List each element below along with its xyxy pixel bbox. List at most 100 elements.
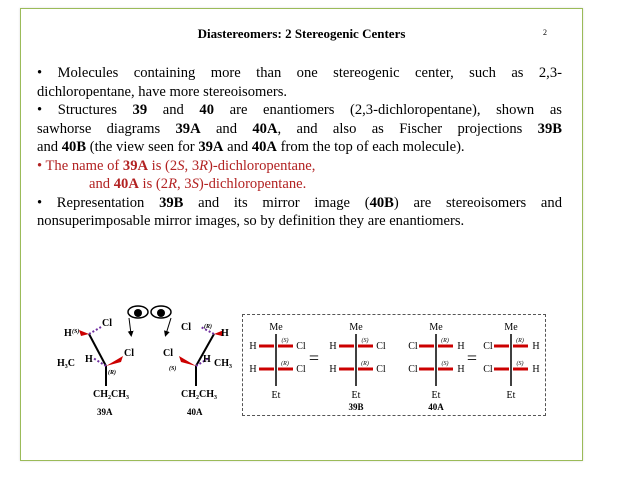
ref-40A: 40A: [113, 176, 139, 192]
bullet-3-line-2: and 40A is (2R, 3S)-dichloropentane.: [37, 175, 562, 194]
eye-icon: [127, 305, 149, 319]
fischer-top: Me: [349, 322, 363, 333]
text: and: [37, 139, 62, 155]
sawhorse-label: (R): [108, 369, 116, 376]
text: from the top of each molecule).: [276, 139, 465, 155]
fischer-tag: (S): [517, 360, 524, 367]
ref-40: 40: [199, 102, 215, 118]
text: and: [200, 120, 253, 137]
sawhorse-label: Cl: [181, 322, 191, 333]
ref-40B: 40B: [61, 139, 87, 155]
fischer-tag: (R): [516, 337, 524, 344]
fischer-left-1: Cl: [408, 341, 418, 352]
sawhorse-39A: [79, 326, 123, 386]
fischer-right-1: H: [457, 341, 464, 352]
equals-sign: =: [467, 348, 477, 368]
text: • Representation: [37, 194, 160, 211]
bullet-1-line-1: • Molecules containing more than one ste…: [37, 65, 562, 81]
ref-40A: 40A: [252, 120, 278, 137]
bullet-3-line-1: • The name of 39A is (2S, 3R)-dichlorope…: [37, 157, 562, 176]
sawhorse-label: CH₃: [214, 358, 232, 369]
fischer-left-2: Cl: [408, 364, 418, 375]
text: • The name of: [37, 157, 123, 174]
sawhorse-label: H₃C: [57, 358, 75, 369]
fischer-right-2: Cl: [376, 364, 386, 375]
sawhorse-label: (S): [72, 328, 79, 335]
ref-39A: 39A: [122, 157, 149, 174]
text: and: [223, 139, 252, 155]
eye-icon: [150, 305, 172, 319]
text: , 3: [184, 157, 200, 174]
ref-39A: 39A: [198, 139, 224, 155]
view-arrow: [127, 317, 134, 337]
fischer-right-1: H: [532, 341, 539, 352]
fischer-tag: (S): [362, 337, 369, 344]
fischer-right-2: Cl: [296, 364, 306, 375]
text: , 3: [176, 176, 192, 192]
text: and: [147, 102, 200, 118]
bullet-1-line-2: dichloropentane, have more stereoisomers…: [37, 83, 288, 100]
fischer-right-1: Cl: [296, 341, 306, 352]
sawhorse-label: Cl: [102, 318, 112, 329]
compound-label: 40A: [428, 402, 444, 412]
text: is (2: [148, 157, 178, 174]
compound-label: 39B: [348, 402, 363, 412]
sawhorse-label: H: [203, 354, 211, 365]
fischer-bottom: Et: [507, 390, 516, 401]
ref-39: 39: [132, 102, 148, 118]
bullet-4-line-1: • Representation 39B and its mirror imag…: [37, 194, 562, 213]
ref-40B: 40B: [369, 194, 394, 211]
bullet-2-line-3: and 40B (the view seen for 39A and 40A f…: [37, 138, 562, 157]
sawhorse-label: H: [64, 328, 72, 339]
sawhorse-label: Cl: [163, 348, 173, 359]
fischer-top: Me: [269, 322, 283, 333]
text: sawhorse diagrams: [37, 120, 176, 137]
fischer-left-1: H: [329, 341, 336, 352]
text: and: [89, 176, 114, 192]
config-R: R: [199, 157, 209, 174]
sawhorse-label: CH₂CH₃: [181, 389, 217, 400]
compound-label: 40A: [187, 407, 203, 417]
config-S: S: [177, 157, 185, 174]
text: • Structures: [37, 102, 133, 118]
fischer-right-1: Cl: [376, 341, 386, 352]
sawhorse-40A: [179, 326, 224, 386]
ref-39B: 39B: [537, 120, 562, 137]
fischer-right-2: H: [457, 364, 464, 375]
fischer-tag: (S): [442, 360, 449, 367]
bullet-2-line-1: • Structures 39 and 40 are enantiomers (…: [37, 101, 562, 120]
fischer-box: [242, 314, 546, 416]
text: are enantiomers (2,3-dichloropentane), s…: [214, 102, 562, 118]
fischer-left-1: Cl: [483, 341, 493, 352]
text: and its mirror image (: [183, 194, 370, 211]
text: (the view seen for: [86, 139, 199, 155]
text: , and also as Fischer projections: [277, 120, 538, 137]
equals-sign: =: [309, 348, 319, 368]
fischer-left-1: H: [249, 341, 256, 352]
fischer-left-2: Cl: [483, 364, 493, 375]
sawhorse-label: (R): [204, 323, 212, 330]
bullet-4-line-2: nonsuperimposable mirror images, so by d…: [37, 213, 465, 229]
fischer-tag: (R): [441, 337, 449, 344]
sawhorse-label: CH₂CH₃: [93, 389, 129, 400]
sawhorse-label: H: [221, 328, 229, 339]
fischer-top: Me: [504, 322, 518, 333]
bullet-2-line-2: sawhorse diagrams 39A and 40A, and also …: [37, 120, 562, 139]
fischer-tag: (R): [361, 360, 369, 367]
sawhorse-label: H: [85, 354, 93, 365]
ref-40A: 40A: [251, 139, 277, 155]
text: ) are stereoisomers and: [393, 194, 563, 211]
ref-39A: 39A: [175, 120, 201, 137]
fischer-tag: (S): [282, 337, 289, 344]
fischer-bottom: Et: [352, 390, 361, 401]
text: )-dichloropentane.: [198, 176, 307, 192]
slide: Diastereomers: 2 Stereogenic Centers 2 •…: [20, 8, 583, 461]
fischer-right-2: H: [532, 364, 539, 375]
